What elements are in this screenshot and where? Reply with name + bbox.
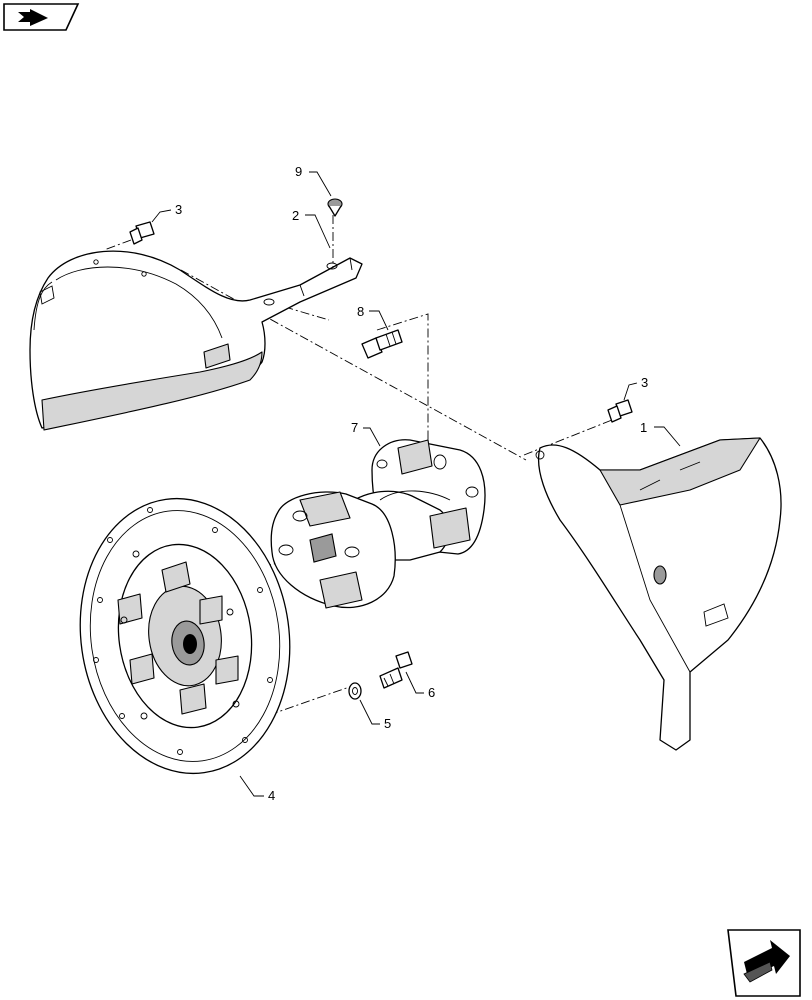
part-5-washer (348, 682, 362, 700)
next-page-arrow-icon[interactable] (727, 929, 801, 997)
callout-2: 2 (292, 208, 299, 223)
part-4-damper-disc (79, 497, 291, 775)
callout-6: 6 (428, 685, 435, 700)
callout-leaders (151, 171, 681, 797)
callout-5: 5 (384, 716, 391, 731)
part-2-upper-shield (29, 250, 363, 431)
callout-3-left: 3 (175, 202, 182, 217)
part-6-bolt (379, 651, 413, 689)
part-9-rivet (327, 198, 343, 217)
part-3-screw-right (607, 399, 633, 423)
callout-7: 7 (351, 420, 358, 435)
callouts: 1 2 3 3 4 5 6 7 8 9 (175, 164, 648, 803)
callout-8: 8 (357, 304, 364, 319)
part-1-right-housing (535, 437, 782, 751)
callout-3-right: 3 (641, 375, 648, 390)
callout-9: 9 (295, 164, 302, 179)
part-3-screw-left (129, 221, 155, 245)
part-8-bolt (361, 329, 403, 359)
callout-1: 1 (640, 420, 647, 435)
book-reference-icon[interactable] (3, 3, 80, 31)
part-7-coupling-shaft (270, 439, 486, 609)
callout-4: 4 (268, 788, 275, 803)
